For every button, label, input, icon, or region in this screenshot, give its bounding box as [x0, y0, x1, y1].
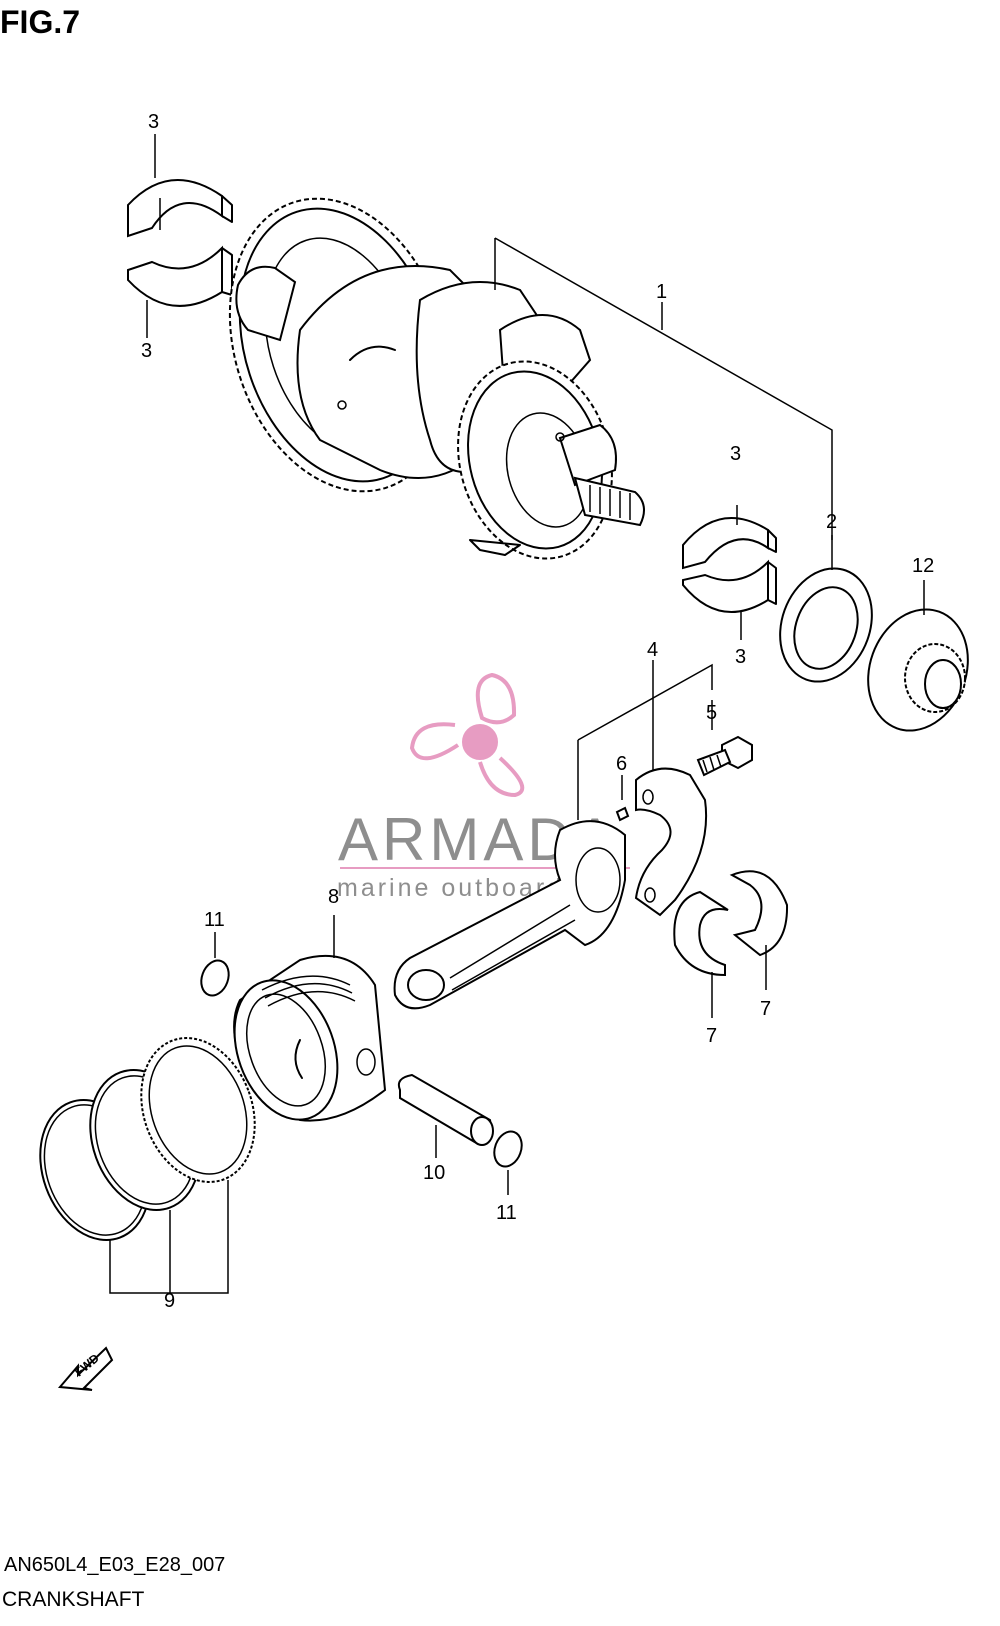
callout-11a: 11 — [204, 909, 225, 931]
callout-7b: 7 — [706, 1025, 717, 1047]
figure-title: FIG.7 — [0, 4, 81, 40]
piston-rings — [39, 1037, 256, 1241]
thrust-washer — [779, 535, 873, 683]
callout-bracket-9 — [109, 1180, 229, 1294]
callout-bracket-1 — [494, 237, 833, 540]
callout-4: 4 — [647, 639, 658, 661]
conrod-cap — [634, 767, 708, 917]
callout-8: 8 — [328, 886, 339, 908]
main-bearing-lower-right — [682, 505, 777, 640]
callout-2: 2 — [826, 511, 837, 533]
diagram-code: AN650L4_E03_E28_007 — [4, 1554, 226, 1576]
conrod-bolt — [696, 700, 753, 777]
callout-3a: 3 — [148, 111, 159, 133]
callout-11b: 11 — [496, 1202, 517, 1224]
circlip-upper — [200, 959, 230, 997]
piston-pin — [397, 1073, 494, 1158]
callout-12: 12 — [912, 555, 934, 577]
callout-10: 10 — [423, 1162, 445, 1184]
circlip-lower — [493, 1130, 523, 1168]
fwd-direction-marker: FWD — [57, 1346, 114, 1391]
callout-1: 1 — [656, 281, 667, 303]
callout-6: 6 — [616, 753, 627, 775]
callout-bracket-4 — [577, 663, 713, 820]
conrod-bearing-right — [729, 870, 789, 990]
conrod-bearing-left — [673, 890, 729, 1018]
dowel-pin — [615, 806, 630, 822]
callout-7a: 7 — [760, 998, 771, 1020]
callout-5: 5 — [706, 702, 717, 724]
callout-3d: 3 — [735, 646, 746, 668]
callout-3b: 3 — [141, 340, 152, 362]
crank-sprocket — [867, 580, 969, 732]
main-bearing-upper-left — [127, 179, 233, 307]
armada-logo — [409, 672, 525, 798]
section-name: CRANKSHAFT — [2, 1588, 145, 1611]
callout-9: 9 — [164, 1290, 175, 1312]
callout-3c: 3 — [730, 443, 741, 465]
connecting-rod — [393, 820, 626, 1010]
crankshaft — [228, 197, 645, 560]
piston — [233, 915, 387, 1122]
